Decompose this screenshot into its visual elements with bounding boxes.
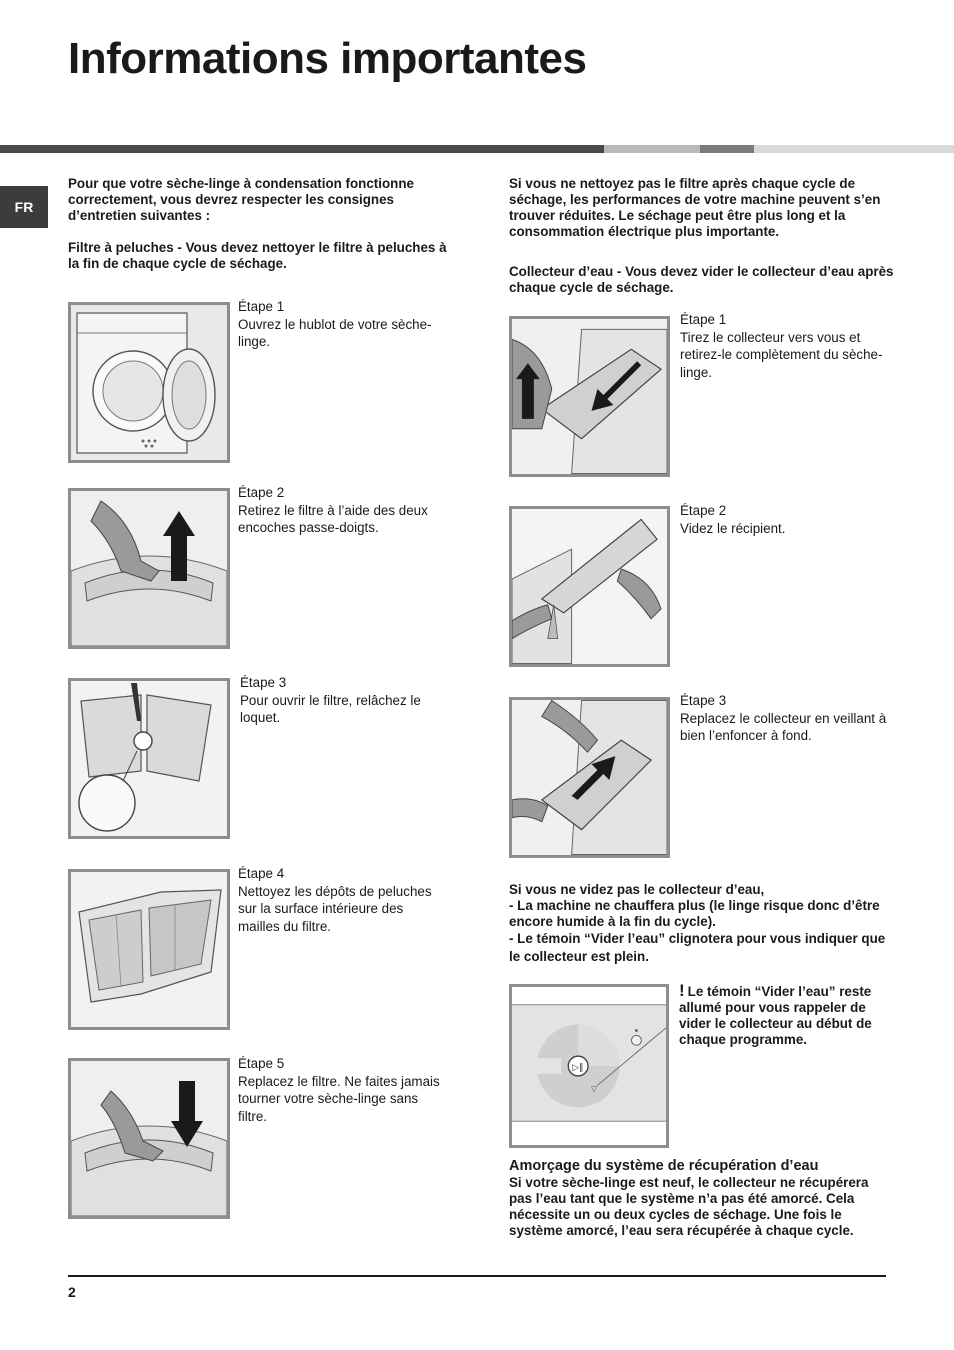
priming-body: Si votre sèche-linge est neuf, le collec… — [509, 1175, 869, 1238]
collector-step1-illustration — [509, 316, 670, 477]
warning-line-1: Si vous ne videz pas le collecteur d’eau… — [509, 882, 765, 897]
step-text: Tirez le collecteur vers vous et retirez… — [680, 329, 883, 380]
step-text: Retirez le filtre à l’aide des deux enco… — [238, 502, 428, 536]
left-step-1: Étape 1 Ouvrez le hublot de votre sèche-… — [238, 298, 448, 351]
step-label: Étape 4 — [238, 866, 285, 881]
collector-step2-illustration — [509, 506, 670, 667]
left-step-4: Étape 4 Nettoyez les dépôts de peluches … — [238, 865, 448, 935]
step-text: Videz le récipient. — [680, 520, 786, 536]
step5-illustration — [68, 1058, 230, 1219]
priming-title: Amorçage du système de récupération d’ea… — [509, 1158, 819, 1174]
language-tab: FR — [0, 186, 48, 228]
step-text: Nettoyez les dépôts de peluches sur la s… — [238, 883, 432, 934]
header-bar-light — [604, 145, 700, 153]
filter-remove-icon — [71, 491, 227, 646]
warning-line-3: - Le témoin “Vider l’eau” clignotera pou… — [509, 931, 886, 964]
filter-heading: Filtre à peluches - Vous devez nettoyer … — [68, 240, 447, 271]
svg-text:▽: ▽ — [591, 1085, 598, 1094]
right-intro: Si vous ne nettoyez pas le filtre après … — [509, 176, 881, 239]
step-label: Étape 5 — [238, 1056, 285, 1071]
filter-replace-icon — [71, 1061, 227, 1216]
step-label: Étape 1 — [238, 299, 285, 314]
priming-section: Amorçage du système de récupération d’ea… — [509, 1158, 889, 1239]
header-bar-mid — [700, 145, 754, 153]
step-text: Replacez le filtre. Ne faites jamais tou… — [238, 1073, 440, 1124]
collector-warning: Si vous ne videz pas le collecteur d’eau… — [509, 882, 891, 966]
drain-notice: !Le témoin “Vider l’eau” reste allumé po… — [679, 981, 889, 1048]
step-text: Pour ouvrir le filtre, relâchez le loque… — [240, 692, 421, 726]
step-text: Replacez le collecteur en veillant à bie… — [680, 710, 887, 744]
dryer-open-door-icon — [71, 305, 227, 460]
left-step-5: Étape 5 Replacez le filtre. Ne faites ja… — [238, 1055, 448, 1125]
step-label: Étape 1 — [680, 312, 727, 327]
left-step-3: Étape 3 Pour ouvrir le filtre, relâchez … — [240, 674, 450, 727]
step-label: Étape 2 — [680, 503, 727, 518]
step-label: Étape 3 — [680, 693, 727, 708]
control-panel-illustration: ▷‖ ▽ — [509, 984, 669, 1148]
page-number: 2 — [68, 1284, 76, 1300]
collector-pull-icon — [512, 319, 667, 474]
control-panel-icon: ▷‖ ▽ — [512, 987, 666, 1145]
right-step-1: Étape 1 Tirez le collecteur vers vous et… — [680, 311, 890, 381]
left-step-2: Étape 2 Retirez le filtre à l’aide des d… — [238, 484, 448, 537]
filter-latch-icon — [71, 681, 227, 836]
step2-illustration — [68, 488, 230, 649]
svg-text:▷‖: ▷‖ — [572, 1063, 583, 1073]
collector-insert-icon — [512, 700, 667, 855]
page-title: Informations importantes — [68, 34, 587, 83]
collector-heading: Collecteur d’eau - Vous devez vider le c… — [509, 264, 894, 295]
header-bar-dark — [0, 145, 604, 153]
collector-empty-icon — [512, 509, 667, 664]
step4-illustration — [68, 869, 230, 1030]
warning-icon: ! — [679, 981, 685, 1000]
step1-illustration — [68, 302, 230, 463]
collector-step3-illustration — [509, 697, 670, 858]
left-intro: Pour que votre sèche-linge à condensatio… — [68, 176, 414, 223]
step-label: Étape 2 — [238, 485, 285, 500]
right-step-2: Étape 2 Videz le récipient. — [680, 502, 890, 537]
header-bar-pale — [754, 145, 954, 153]
step-label: Étape 3 — [240, 675, 287, 690]
filter-clean-icon — [71, 872, 227, 1027]
warning-line-2: - La machine ne chauffera plus (le linge… — [509, 898, 880, 929]
step3-illustration — [68, 678, 230, 839]
right-step-3: Étape 3 Replacez le collecteur en veilla… — [680, 692, 890, 745]
notice-text: Le témoin “Vider l’eau” reste allumé pou… — [679, 984, 872, 1047]
step-text: Ouvrez le hublot de votre sèche-linge. — [238, 316, 432, 350]
footer-rule — [68, 1275, 886, 1277]
